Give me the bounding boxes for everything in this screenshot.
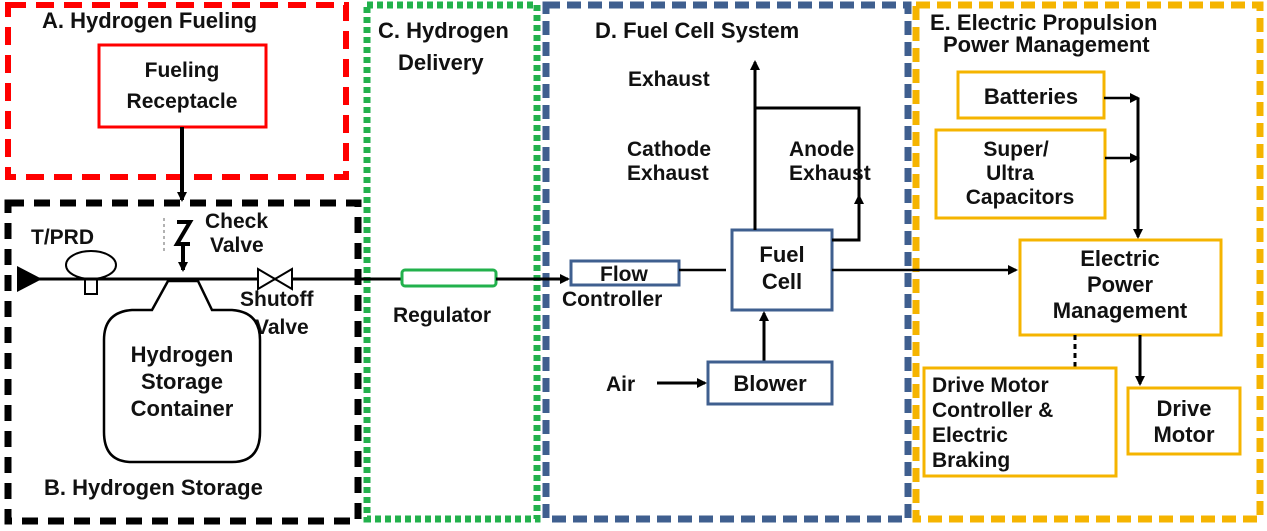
regulator-icon	[400, 268, 498, 288]
motor-controller-label-3: Electric	[932, 424, 1008, 447]
drive-motor-label-1: Drive	[1156, 396, 1211, 421]
power-management-label-2: Power	[1087, 272, 1153, 297]
shutoff-valve-icon-right	[273, 267, 293, 291]
storage-container-label-1: Hydrogen	[131, 342, 234, 367]
tprd-icon	[65, 250, 117, 280]
check-valve-label-2: Valve	[210, 234, 264, 257]
power-management-label-3: Management	[1053, 298, 1188, 323]
tprd-label: T/PRD	[31, 226, 94, 249]
motor-controller-label-4: Braking	[932, 449, 1010, 472]
fuel-cell-label-1: Fuel	[759, 242, 804, 267]
section-d-title: D. Fuel Cell System	[595, 18, 799, 43]
blower-label: Blower	[733, 371, 807, 396]
drive-motor-label-2: Motor	[1153, 422, 1215, 447]
shutoff-valve-label-2: Valve	[255, 316, 309, 339]
fueling-receptacle-label-2: Receptacle	[127, 90, 238, 113]
capacitors-label-2: Ultra	[986, 162, 1034, 185]
section-c-title-line1: C. Hydrogen	[378, 18, 509, 43]
shutoff-valve-icon-left	[257, 267, 277, 291]
fueling-receptacle-label-1: Fueling	[145, 59, 220, 82]
batteries-label: Batteries	[984, 84, 1078, 109]
storage-container-label-2: Storage	[141, 369, 223, 394]
drive-motor-box	[1126, 386, 1242, 456]
shutoff-valve-label-1: Shutoff	[240, 288, 314, 311]
capacitors-label-1: Super/	[983, 138, 1049, 161]
cathode-exhaust-label-1: Cathode	[627, 138, 711, 161]
section-e-frame	[912, 1, 1264, 523]
fuel-cell-label-2: Cell	[762, 269, 802, 294]
capacitors-box	[934, 128, 1107, 220]
check-valve-label-1: Check	[205, 210, 268, 233]
section-a-frame	[5, 2, 349, 180]
anode-exhaust-label-1: Anode	[789, 138, 854, 161]
section-c-title-line2: Delivery	[398, 50, 484, 75]
check-valve-icon	[173, 220, 194, 246]
anode-exhaust-label-2: Exhaust	[789, 162, 871, 185]
regulator-label: Regulator	[393, 304, 491, 327]
storage-container-shape	[102, 279, 262, 464]
air-label: Air	[606, 373, 635, 396]
exhaust-label: Exhaust	[628, 68, 710, 91]
motor-controller-box	[922, 366, 1118, 478]
power-management-box	[1018, 238, 1223, 337]
section-c-frame	[363, 1, 541, 523]
batteries-box	[956, 70, 1106, 120]
section-d-frame	[542, 1, 912, 523]
flow-controller-box	[569, 259, 681, 287]
storage-container-label-3: Container	[131, 396, 234, 421]
tprd-stem-icon	[84, 278, 98, 295]
motor-controller-label-1: Drive Motor	[932, 374, 1049, 397]
blower-box	[706, 360, 834, 406]
section-e-title-line2: Power Management	[943, 32, 1150, 57]
motor-controller-label-2: Controller &	[932, 399, 1053, 422]
section-b-title: B. Hydrogen Storage	[44, 475, 263, 500]
section-e-title-line1: E. Electric Propulsion	[930, 10, 1157, 35]
fueling-receptacle-box	[97, 43, 268, 129]
flow-controller-label-1: Flow	[600, 263, 648, 286]
flow-controller-label-2: Controller	[562, 288, 662, 311]
section-b-frame	[4, 199, 362, 525]
capacitors-label-3: Capacitors	[966, 186, 1075, 209]
section-a-title: A. Hydrogen Fueling	[42, 8, 257, 33]
anode-recirc-line	[755, 106, 861, 242]
cathode-exhaust-label-2: Exhaust	[627, 162, 709, 185]
power-management-label-1: Electric	[1080, 246, 1160, 271]
fuel-cell-box	[730, 228, 834, 312]
